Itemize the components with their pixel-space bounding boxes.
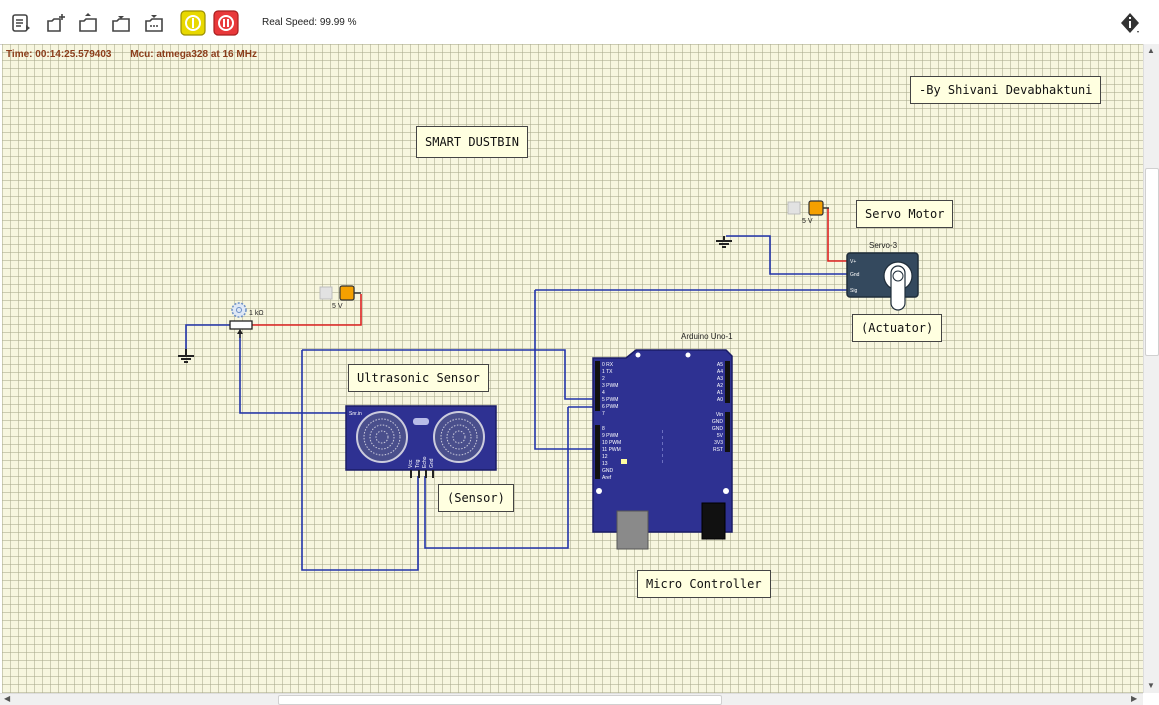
sonar-pin: Echo	[422, 456, 428, 468]
arduino-pin-label: 8	[602, 426, 605, 432]
arduino-pin-label: 9 PWM	[602, 433, 618, 439]
open-circuit-icon[interactable]	[75, 10, 101, 36]
servo-name-label: Servo-3	[869, 241, 898, 250]
servo-pin: Sig	[850, 288, 857, 294]
voltage-source-right: 5 V	[787, 200, 829, 225]
arduino-pin-label: A4	[717, 369, 723, 375]
sensor-label[interactable]: (Sensor)	[438, 484, 514, 512]
simulation-time: Time: 00:14:25.579403	[6, 49, 112, 60]
new-circuit-icon[interactable]	[43, 10, 69, 36]
arduino-pin-label: A2	[717, 383, 723, 389]
arduino-pin-label: 2	[602, 376, 605, 382]
circuit-canvas[interactable]	[2, 44, 1143, 693]
scroll-up-icon[interactable]: ▲	[1147, 46, 1155, 55]
signal-wires	[185, 235, 848, 571]
servo-pin: V+	[850, 259, 856, 265]
servo-motor-component: Servo-3 V+ Gnd Sig	[846, 241, 919, 311]
arduino-pin-label: 4	[602, 390, 605, 396]
ultrasonic-sensor-component: Snr.in Vcc Trig Echo Gnd	[345, 405, 497, 478]
arduino-pin-label: 1 TX	[602, 369, 613, 375]
arduino-left-header	[595, 361, 600, 479]
supply-right-label: 5 V	[802, 218, 813, 225]
vertical-scroll-thumb[interactable]	[1145, 168, 1159, 356]
potentiometer: 1 kΩ	[229, 302, 264, 338]
arduino-pin-label: RST	[713, 447, 723, 453]
sonar-pin: Vcc	[408, 459, 414, 468]
simulation-status: Time: 00:14:25.579403 Mcu: atmega328 at …	[6, 49, 273, 60]
arduino-pin-label: A1	[717, 390, 723, 396]
arduino-pin-label: Vin	[716, 412, 723, 418]
vertical-scrollbar[interactable]	[1143, 44, 1159, 693]
ground-icon	[178, 349, 194, 363]
real-speed-label: Real Speed: 99.99 %	[262, 17, 357, 28]
ground-icon	[716, 236, 732, 248]
actuator-label[interactable]: (Actuator)	[852, 314, 943, 342]
sonar-pin: Trig	[415, 459, 421, 468]
voltage-source-left: 5 V	[319, 285, 361, 310]
scroll-left-icon[interactable]: ◀	[4, 694, 11, 703]
arduino-pin-label: 3V3	[714, 440, 723, 446]
servo-pin: Gnd	[850, 272, 860, 278]
scroll-down-icon[interactable]: ▼	[1147, 681, 1155, 690]
arduino-pin-label: GND	[712, 426, 724, 432]
arduino-pin-label: 3 PWM	[602, 383, 618, 389]
arduino-pin-label: 6 PWM	[602, 404, 618, 410]
arduino-pin-label: 7	[602, 411, 605, 417]
arduino-pin-label: 5V	[717, 433, 724, 439]
title-label[interactable]: SMART DUSTBIN	[416, 126, 528, 158]
arduino-name-label: Arduino Uno-1	[681, 332, 733, 341]
mcu-info: Mcu: atmega328 at 16 MHz	[130, 49, 257, 60]
arduino-pin-label: 13	[602, 461, 608, 467]
arduino-right-header	[725, 361, 730, 452]
arduino-pin-label: GND	[602, 468, 614, 474]
save-circuit-icon[interactable]	[108, 10, 134, 36]
arduino-pin-label: A3	[717, 376, 723, 382]
sonar-input-label: Snr.in	[349, 411, 362, 417]
arduino-pin-label: 11 PWM	[602, 447, 621, 453]
arduino-pin-label: A0	[717, 397, 723, 403]
arduino-pin-label: 10 PWM	[602, 440, 621, 446]
arduino-pin-label: 0 RX	[602, 362, 614, 368]
stop-simulation-icon[interactable]	[213, 10, 239, 36]
supply-left-label: 5 V	[332, 303, 343, 310]
author-label[interactable]: -By Shivani Devabhaktuni	[910, 76, 1102, 104]
pot-value-label: 1 kΩ	[249, 310, 264, 317]
pause-simulation-icon[interactable]	[180, 10, 206, 36]
power-wires	[252, 208, 848, 326]
servo-motor-label[interactable]: Servo Motor	[856, 200, 954, 228]
sonar-pin: Gnd	[429, 458, 435, 468]
circuit-drawing: 5 V 5 V 1 kΩ	[178, 200, 919, 571]
info-icon[interactable]	[1117, 10, 1143, 36]
scroll-right-icon[interactable]: ▶	[1131, 694, 1138, 703]
micro-controller-label[interactable]: Micro Controller	[637, 570, 771, 598]
arduino-pin-label: 12	[602, 454, 608, 460]
save-as-icon[interactable]	[141, 10, 167, 36]
arduino-pin-label: GND	[712, 419, 724, 425]
arduino-pin-label: Aref	[602, 475, 612, 481]
arduino-pin-label: A5	[717, 362, 723, 368]
ultrasonic-sensor-label[interactable]: Ultrasonic Sensor	[348, 364, 489, 392]
arduino-pin-label: 5 PWM	[602, 397, 618, 403]
toolbar: Real Speed: 99.99 %	[0, 0, 1159, 45]
circuit-menu-icon[interactable]	[9, 10, 35, 36]
